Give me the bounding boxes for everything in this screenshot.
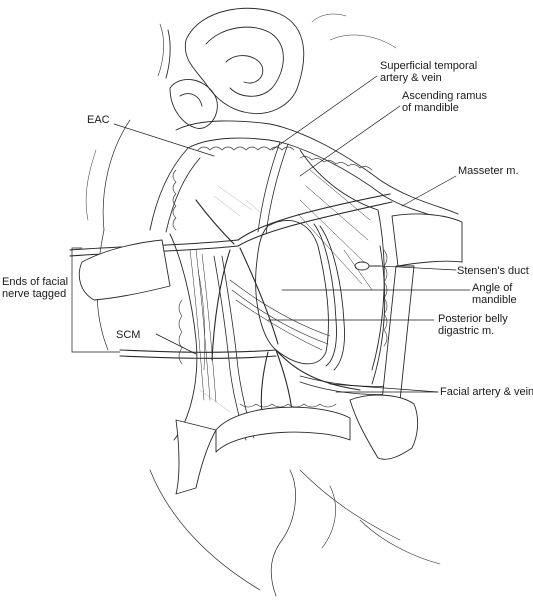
tissue-hatching (199, 185, 335, 431)
label-line: Stensen's duct (457, 265, 529, 277)
scm-muscle (189, 249, 217, 403)
label-line: EAC (87, 114, 110, 126)
label-ends-facial-nerve: Ends of facial nerve tagged (2, 276, 68, 300)
parotid-lobules (172, 146, 388, 408)
label-line: of mandible (402, 102, 459, 114)
label-ascending-ramus: Ascending ramus of mandible (402, 90, 487, 114)
label-line: nerve tagged (2, 288, 67, 300)
label-line: Angle of (472, 282, 513, 294)
label-line: artery & vein (380, 72, 442, 84)
masseter-muscle (297, 149, 385, 371)
vessels (197, 141, 395, 441)
label-masseter: Masseter m. (458, 165, 519, 177)
label-angle-mandible: Angle of mandible (472, 282, 517, 306)
label-line: Ascending ramus (402, 90, 487, 102)
label-facial-artery-vein: Facial artery & vein (440, 386, 533, 398)
right-retractor (349, 213, 463, 460)
label-superficial-temporal: Superficial temporal artery & vein (380, 60, 477, 84)
label-stensens-duct: Stensen's duct (457, 265, 529, 277)
left-retractor (78, 239, 351, 495)
label-line: Ends of facial (2, 276, 69, 288)
label-eac: EAC (87, 114, 110, 126)
digastric-muscle (229, 279, 331, 351)
label-line: mandible (472, 294, 517, 306)
label-line: Posterior belly (438, 313, 508, 325)
label-line: Superficial temporal (380, 60, 478, 72)
label-line: Facial artery & vein (440, 386, 533, 398)
auricle (157, 7, 305, 129)
label-line: Masseter m. (458, 165, 519, 177)
label-line: digastric m. (438, 325, 495, 337)
mandible-angle (255, 220, 345, 371)
label-scm: SCM (116, 329, 140, 341)
skin-contours (85, 13, 441, 597)
stensens-duct (354, 261, 381, 271)
leader-lines (71, 75, 471, 393)
facial-nerve-branches (69, 193, 393, 415)
label-posterior-belly: Posterior belly digastric m. (438, 313, 508, 337)
label-line: SCM (116, 329, 141, 341)
